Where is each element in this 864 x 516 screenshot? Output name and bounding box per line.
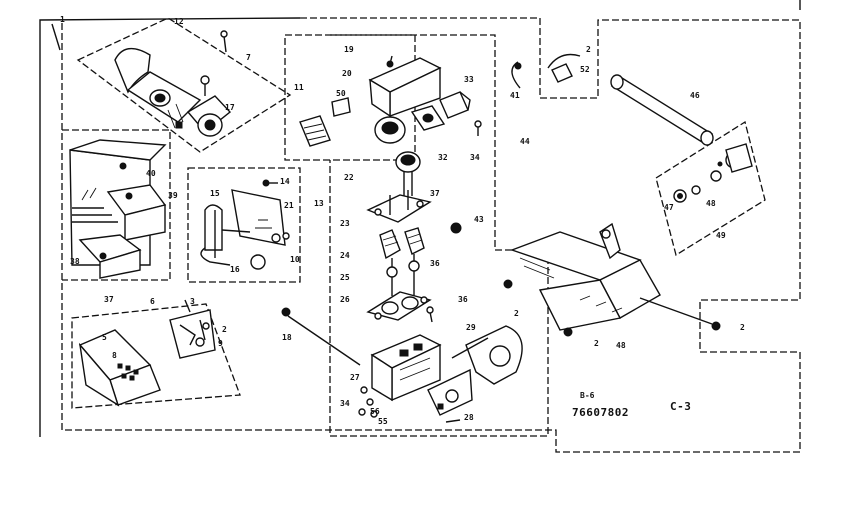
screw-17 xyxy=(200,75,210,96)
right-tube-and-fittings xyxy=(511,53,714,146)
label-17: 17 xyxy=(225,103,235,112)
label-9: 9 xyxy=(218,339,223,348)
label-12: 12 xyxy=(174,17,184,26)
label-37b: 37 xyxy=(430,189,440,198)
label-16: 16 xyxy=(230,265,240,274)
label-11: 11 xyxy=(294,83,304,92)
igniter-panel xyxy=(78,299,216,407)
burner-assembly-49 xyxy=(673,143,753,203)
box-burner-bracket xyxy=(655,120,766,257)
label-13: 13 xyxy=(314,199,324,208)
label-8: 8 xyxy=(112,351,117,360)
drawing-code: 76607802 xyxy=(572,406,629,419)
burner-head-top xyxy=(299,55,482,147)
label-41: 41 xyxy=(510,91,520,100)
label-14: 14 xyxy=(280,177,290,186)
label-36b: 36 xyxy=(458,295,468,304)
label-48a: 48 xyxy=(706,199,716,208)
label-10: 10 xyxy=(290,255,300,264)
main-burner-stack xyxy=(281,151,523,423)
label-3: 3 xyxy=(190,297,195,306)
title-block: B-6 76607802 C-3 xyxy=(572,391,691,419)
sheet-id: C-3 xyxy=(670,400,691,413)
label-15: 15 xyxy=(210,189,220,198)
part-labels: 1 12 7 17 40 39 38 37 14 15 21 13 16 10 … xyxy=(60,15,745,426)
label-20: 20 xyxy=(342,69,352,78)
box-igniter-panel xyxy=(71,303,241,409)
label-55: 55 xyxy=(378,417,388,426)
box-top-left-tube xyxy=(76,17,292,153)
label-25: 25 xyxy=(340,273,350,282)
label-52: 52 xyxy=(580,65,590,74)
label-28: 28 xyxy=(464,413,474,422)
label-44: 44 xyxy=(520,137,530,146)
pin-7 xyxy=(220,30,228,53)
label-1: 1 xyxy=(60,15,65,24)
label-22: 22 xyxy=(344,173,354,182)
label-39: 39 xyxy=(168,191,178,200)
label-56: 56 xyxy=(370,407,380,416)
label-7: 7 xyxy=(246,53,251,62)
label-2c: 2 xyxy=(514,309,519,318)
label-23: 23 xyxy=(340,219,350,228)
valve-assembly xyxy=(200,179,290,270)
small-mark: B-6 xyxy=(580,391,595,400)
label-2b: 2 xyxy=(586,45,591,54)
label-36a: 36 xyxy=(430,259,440,268)
control-panel xyxy=(69,139,167,279)
label-47: 47 xyxy=(664,203,674,212)
label-19: 19 xyxy=(344,45,354,54)
label-5: 5 xyxy=(102,333,107,342)
label-38: 38 xyxy=(70,257,80,266)
label-26: 26 xyxy=(340,295,350,304)
label-46: 46 xyxy=(690,91,700,100)
label-27: 27 xyxy=(350,373,360,382)
box-valve-assembly xyxy=(187,167,301,283)
mounting-bracket xyxy=(503,222,721,337)
label-83: 43 xyxy=(474,215,484,224)
label-34b: 34 xyxy=(340,399,350,408)
tube-assembly xyxy=(114,47,232,137)
label-33: 33 xyxy=(464,75,474,84)
label-50: 50 xyxy=(336,89,346,98)
label-24: 24 xyxy=(340,251,350,260)
label-2e: 2 xyxy=(740,323,745,332)
outer-frame xyxy=(39,0,801,453)
label-2d: 2 xyxy=(594,339,599,348)
label-29: 29 xyxy=(466,323,476,332)
label-18: 18 xyxy=(282,333,292,342)
label-2a: 2 xyxy=(222,325,227,334)
label-48b: 48 xyxy=(616,341,626,350)
label-37a: 37 xyxy=(104,295,114,304)
label-40: 40 xyxy=(146,169,156,178)
box-main-burner xyxy=(329,34,549,437)
box-control-panel xyxy=(62,129,171,281)
label-49: 49 xyxy=(716,231,726,240)
label-32: 32 xyxy=(438,153,448,162)
label-34a: 34 xyxy=(470,153,480,162)
label-6: 6 xyxy=(150,297,155,306)
label-21: 21 xyxy=(284,201,294,210)
